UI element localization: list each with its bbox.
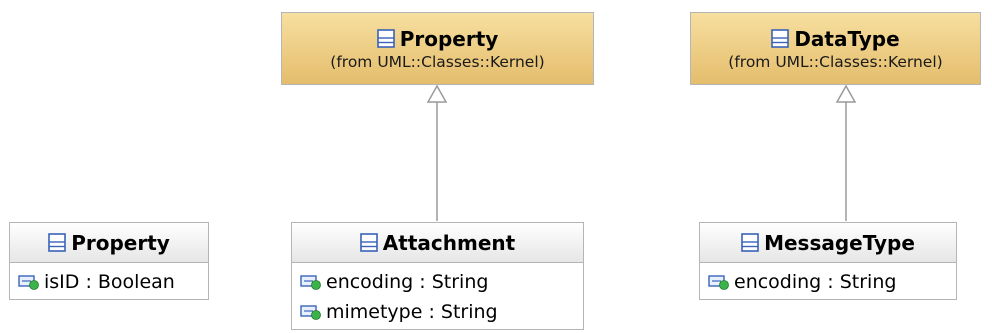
attribute-compartment: encoding : String mimetype : String bbox=[292, 263, 583, 327]
attribute[interactable]: encoding : String bbox=[300, 267, 583, 297]
class-property[interactable]: Property isID : Boolean bbox=[9, 222, 209, 300]
class-name: Property bbox=[399, 26, 499, 51]
class-name: Attachment bbox=[382, 230, 516, 255]
attribute-icon bbox=[708, 275, 729, 290]
attribute-label: encoding : String bbox=[326, 271, 489, 293]
class-messagetype[interactable]: MessageType encoding : String bbox=[699, 222, 957, 300]
attribute-icon bbox=[18, 275, 39, 290]
class-name: Property bbox=[71, 230, 170, 255]
attribute-icon bbox=[300, 305, 321, 320]
class-header: DataType (from UML::Classes::Kernel) bbox=[691, 13, 980, 84]
class-header: MessageType bbox=[700, 223, 956, 263]
attribute-icon bbox=[300, 275, 321, 290]
class-attachment[interactable]: Attachment encoding : String mimetype : … bbox=[291, 222, 584, 330]
generalization-arrowhead bbox=[835, 84, 857, 103]
attribute-compartment: encoding : String bbox=[700, 263, 956, 297]
class-icon bbox=[376, 29, 395, 48]
class-header: Property (from UML::Classes::Kernel) bbox=[282, 13, 593, 84]
generalization-attachment-property bbox=[426, 84, 448, 221]
class-name: DataType bbox=[794, 26, 900, 51]
attribute[interactable]: encoding : String bbox=[708, 267, 956, 297]
class-icon bbox=[359, 233, 378, 252]
class-package: (from UML::Classes::Kernel) bbox=[728, 52, 943, 71]
class-name: MessageType bbox=[764, 230, 915, 255]
attribute-label: mimetype : String bbox=[326, 301, 498, 323]
class-header: Attachment bbox=[292, 223, 583, 263]
attribute[interactable]: mimetype : String bbox=[300, 297, 583, 327]
class-icon bbox=[741, 233, 759, 252]
class-property-uml-kernel[interactable]: Property (from UML::Classes::Kernel) bbox=[281, 12, 594, 85]
generalization-arrowhead bbox=[426, 84, 448, 103]
class-package: (from UML::Classes::Kernel) bbox=[330, 52, 545, 71]
generalization-messagetype-datatype bbox=[835, 84, 857, 221]
class-header: Property bbox=[10, 223, 208, 263]
class-icon bbox=[771, 29, 790, 48]
class-icon bbox=[48, 233, 66, 252]
attribute-label: encoding : String bbox=[734, 271, 897, 293]
class-datatype-uml-kernel[interactable]: DataType (from UML::Classes::Kernel) bbox=[690, 12, 981, 85]
attribute-compartment: isID : Boolean bbox=[10, 263, 208, 297]
attribute[interactable]: isID : Boolean bbox=[18, 267, 208, 297]
attribute-label: isID : Boolean bbox=[44, 271, 175, 293]
